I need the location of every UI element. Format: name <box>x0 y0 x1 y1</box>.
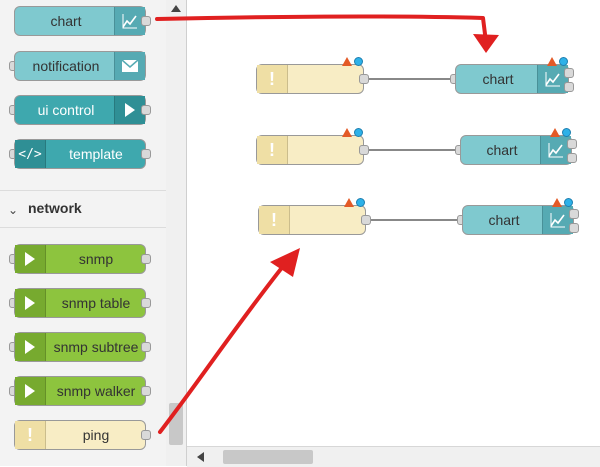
palette-node-notification[interactable]: notification <box>14 51 146 81</box>
output-port[interactable] <box>359 74 369 84</box>
chart-icon <box>542 206 573 234</box>
output-port[interactable] <box>141 430 151 440</box>
palette-sidebar: chart notification ui control </> templa… <box>0 0 167 466</box>
scroll-up-icon[interactable] <box>171 5 181 12</box>
undeployed-status-icon <box>354 57 363 66</box>
output-port[interactable] <box>564 68 574 78</box>
node-label: notification <box>32 58 100 74</box>
chart-icon <box>537 65 568 93</box>
arrow-right-icon <box>15 377 46 405</box>
chart-icon <box>540 136 571 164</box>
palette-node-ui-control[interactable]: ui control <box>14 95 146 125</box>
workspace-canvas[interactable]: ! chart ! chart ! chart <box>187 0 600 446</box>
exclamation-icon: ! <box>259 206 290 234</box>
exclamation-icon: ! <box>15 421 46 449</box>
output-port[interactable] <box>141 16 151 26</box>
node-label: ping <box>82 427 110 443</box>
node-label: chart <box>50 13 82 29</box>
undeployed-status-icon <box>559 57 568 66</box>
chevron-down-icon: ⌄ <box>8 203 19 217</box>
exclamation-icon: ! <box>257 65 288 93</box>
arrow-right-icon <box>114 96 145 124</box>
changed-warning-icon <box>342 128 352 137</box>
envelope-icon <box>114 52 145 80</box>
node-label: snmp table <box>61 295 131 311</box>
palette-node-ping[interactable]: ! ping <box>14 420 146 450</box>
undeployed-status-icon <box>356 198 365 207</box>
node-label: snmp walker <box>56 383 136 399</box>
node-label: ui control <box>37 102 95 118</box>
node-label: snmp subtree <box>53 339 139 355</box>
node-label: chart <box>482 71 514 87</box>
exclamation-icon: ! <box>257 136 288 164</box>
output-port[interactable] <box>569 209 579 219</box>
flow-node-chart[interactable]: chart <box>455 64 569 94</box>
arrow-right-icon <box>15 289 46 317</box>
output-port[interactable] <box>361 215 371 225</box>
scroll-left-icon[interactable] <box>197 452 204 462</box>
undeployed-status-icon <box>354 128 363 137</box>
palette-node-snmp-subtree[interactable]: snmp subtree <box>14 332 146 362</box>
changed-warning-icon <box>552 198 562 207</box>
chart-icon <box>114 7 145 35</box>
palette-section-header[interactable]: ⌄ network <box>0 190 166 228</box>
palette-node-snmp-walker[interactable]: snmp walker <box>14 376 146 406</box>
palette-node-chart[interactable]: chart <box>14 6 146 36</box>
flow-node-ping[interactable]: ! <box>256 64 364 94</box>
palette-node-template[interactable]: </> template <box>14 139 146 169</box>
output-port[interactable] <box>359 145 369 155</box>
palette-node-snmp-table[interactable]: snmp table <box>14 288 146 318</box>
changed-warning-icon <box>342 57 352 66</box>
scrollbar-thumb[interactable] <box>223 450 313 464</box>
code-icon: </> <box>15 140 46 168</box>
output-port[interactable] <box>567 139 577 149</box>
output-port[interactable] <box>141 149 151 159</box>
changed-warning-icon <box>344 198 354 207</box>
output-port[interactable] <box>569 223 579 233</box>
changed-warning-icon <box>550 128 560 137</box>
output-port[interactable] <box>567 153 577 163</box>
undeployed-status-icon <box>564 198 573 207</box>
flow-node-chart[interactable]: chart <box>462 205 574 235</box>
output-port[interactable] <box>564 82 574 92</box>
section-title: network <box>28 200 82 216</box>
output-port[interactable] <box>141 254 151 264</box>
flow-node-ping[interactable]: ! <box>256 135 364 165</box>
output-port[interactable] <box>141 105 151 115</box>
changed-warning-icon <box>547 57 557 66</box>
palette-node-snmp[interactable]: snmp <box>14 244 146 274</box>
undeployed-status-icon <box>562 128 571 137</box>
arrow-right-icon <box>15 333 46 361</box>
node-label: template <box>69 146 123 162</box>
node-label: chart <box>486 142 518 158</box>
output-port[interactable] <box>141 298 151 308</box>
flow-node-ping[interactable]: ! <box>258 205 366 235</box>
node-label: chart <box>488 212 520 228</box>
flow-node-chart[interactable]: chart <box>460 135 572 165</box>
node-label: snmp <box>78 251 114 267</box>
scrollbar-thumb[interactable] <box>169 403 183 445</box>
output-port[interactable] <box>141 386 151 396</box>
arrow-right-icon <box>15 245 46 273</box>
palette-scrollbar[interactable] <box>166 0 187 466</box>
output-port[interactable] <box>141 342 151 352</box>
canvas-horizontal-scrollbar[interactable] <box>187 446 600 467</box>
